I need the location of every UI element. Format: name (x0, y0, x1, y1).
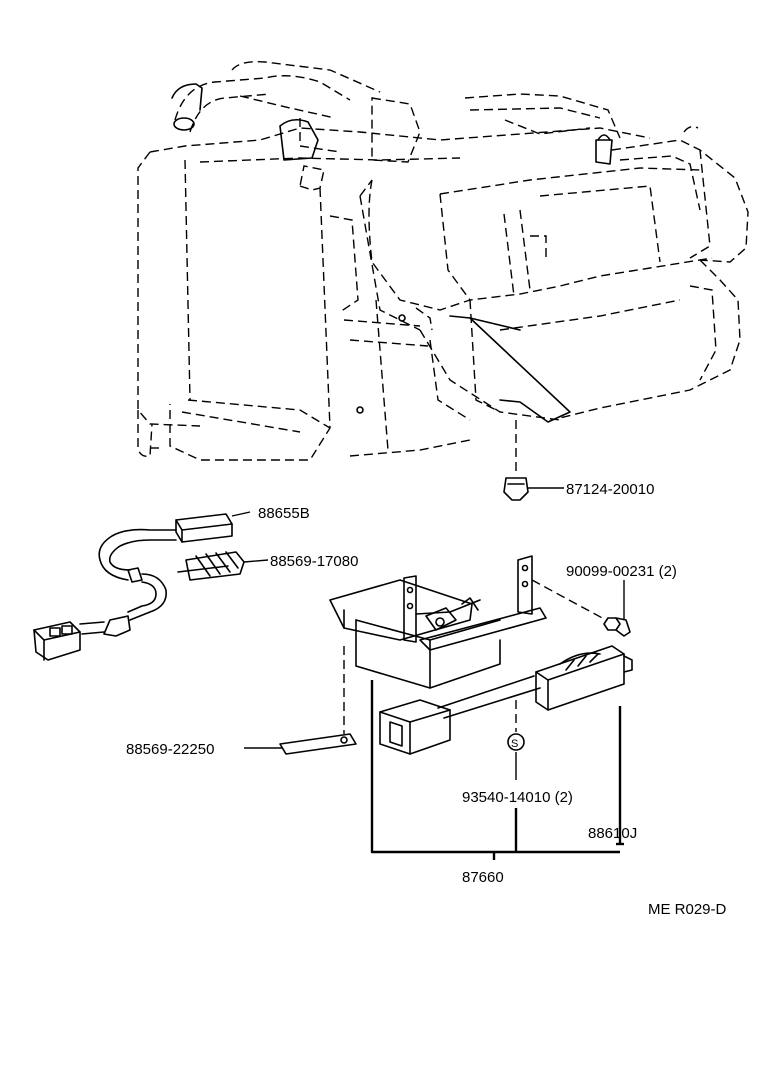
heater-unit-assembly (137, 60, 749, 476)
label-88610: 88610J (588, 825, 637, 842)
label-88569-17080: 88569-17080 (270, 553, 358, 570)
diagram-code: ME R029-D (648, 901, 727, 918)
sensor-88610 (379, 645, 633, 846)
label-93540: 93540-14010 (2) (462, 789, 573, 806)
screw-90099 (603, 580, 631, 637)
wire-harness (33, 511, 251, 661)
screw-93540 (507, 700, 525, 780)
clip-88569-17080 (177, 551, 269, 581)
label-88655: 88655B (258, 505, 310, 522)
label-88569-22250: 88569-22250 (126, 741, 214, 758)
group-bracket-87660 (370, 680, 620, 860)
label-90099: 90099-00231 (2) (566, 563, 677, 580)
clip-87124 (503, 477, 564, 501)
label-87124: 87124-20010 (566, 481, 654, 498)
tape-88569-22250 (244, 646, 357, 755)
label-87660: 87660 (462, 869, 504, 886)
bracket-assembly (329, 555, 607, 689)
screw-mark: S (511, 738, 518, 750)
